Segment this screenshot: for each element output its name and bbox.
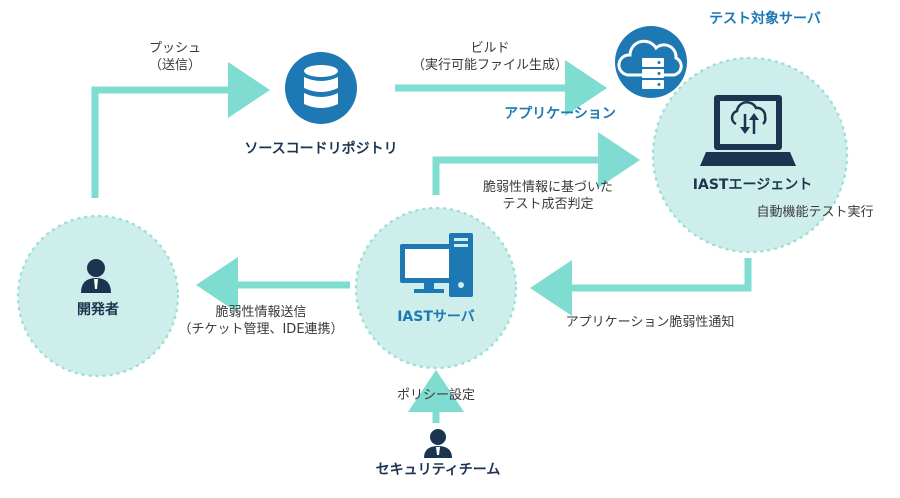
developer-circle bbox=[16, 214, 180, 378]
vuln-send-label: 脆弱性情報送信 （チケット管理、IDE連携） bbox=[168, 304, 354, 338]
cloud-server-icon bbox=[615, 26, 687, 98]
judgement-label-line2: テスト成否判定 bbox=[502, 197, 594, 212]
build-label: ビルド （実行可能ファイル生成） bbox=[390, 40, 590, 74]
security-person-icon bbox=[424, 429, 452, 458]
vuln-notify-arrow bbox=[530, 258, 752, 316]
judgement-label-line1: 脆弱性情報に基づいた bbox=[482, 180, 613, 195]
iast-server-label: IASTサーバ bbox=[397, 309, 475, 325]
policy-label: ポリシー設定 bbox=[396, 388, 475, 403]
developer-person-icon bbox=[81, 259, 111, 293]
desktop-computer-icon bbox=[400, 233, 473, 297]
vuln-notify-label: アプリケーション脆弱性通知 bbox=[565, 315, 735, 330]
vuln-send-label-line2: （チケット管理、IDE連携） bbox=[178, 322, 344, 337]
iast-server-circle bbox=[354, 206, 518, 370]
developer-label: 開発者 bbox=[77, 302, 119, 318]
build-label-line2: （実行可能ファイル生成） bbox=[411, 58, 568, 73]
build-label-line1: ビルド bbox=[470, 41, 510, 56]
repository-label: ソースコードリポジトリ bbox=[244, 141, 398, 157]
judgement-arrow bbox=[432, 132, 640, 195]
push-label-line2: （送信） bbox=[148, 58, 201, 73]
push-label-line1: プッシュ bbox=[148, 41, 201, 56]
security-team-label: セキュリティチーム bbox=[375, 462, 501, 478]
test-server-title: テスト対象サーバ bbox=[709, 11, 821, 27]
judgement-label: 脆弱性情報に基づいた テスト成否判定 bbox=[458, 179, 638, 213]
functional-test-label: 自動機能テスト実行 bbox=[756, 205, 874, 220]
iast-agent-label: IASTエージェント bbox=[692, 177, 813, 193]
database-icon bbox=[285, 52, 357, 124]
push-label: プッシュ （送信） bbox=[120, 40, 230, 74]
vuln-send-label-line1: 脆弱性情報送信 bbox=[215, 305, 307, 320]
push-arrow bbox=[91, 62, 270, 198]
application-label: アプリケーション bbox=[504, 106, 616, 122]
laptop-cloud-icon bbox=[700, 95, 796, 166]
